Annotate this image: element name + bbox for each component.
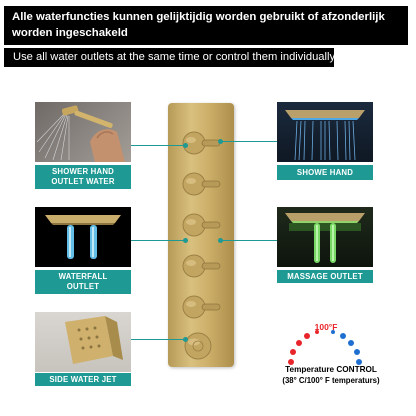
caption-showe-hand: SHOWE HAND <box>277 165 373 180</box>
dutch-banner-line-2: worden ingeschakeld <box>12 27 128 39</box>
massage-outlet-icon <box>285 213 365 263</box>
english-banner: Use all water outlets at the same time o… <box>4 48 335 67</box>
valve-knob-5[interactable] <box>178 293 222 321</box>
callout-line-side-jet <box>131 339 186 341</box>
caption-side-water-jet: SIDE WATER JET <box>35 373 131 386</box>
callout-dot-side-jet <box>183 336 188 342</box>
shower-hand-photo <box>35 102 131 162</box>
callout-line-waterfall <box>131 240 186 242</box>
valve-handle-icon <box>182 295 221 319</box>
valve-handle-icon <box>182 254 221 278</box>
caption-waterfall-line-1: WATERFALL <box>58 272 108 281</box>
valve-handle-icon <box>182 213 221 237</box>
caption-shower-hand-outlet-water: SHOWER HAND OUTLET WATER <box>35 165 131 189</box>
dutch-banner: Alle waterfuncties kunnen gelijktijdig w… <box>4 6 408 45</box>
valve-knob-3[interactable] <box>178 211 222 239</box>
dutch-banner-line-1: Alle waterfuncties kunnen gelijktijdig w… <box>12 11 385 23</box>
valve-knob-4[interactable] <box>178 252 222 280</box>
temperature-title: Temperature CONTROL <box>285 365 377 374</box>
callout-line-shower-hand <box>131 145 186 147</box>
caption-waterfall-line-2: OUTLET <box>66 282 100 291</box>
callout-line-showe-hand <box>221 141 277 143</box>
hand-shower-spray-icon <box>36 105 125 162</box>
valve-handle-icon <box>182 172 221 196</box>
thermostat-knob[interactable] <box>178 331 222 360</box>
valve-knob-2[interactable] <box>178 170 222 198</box>
valve-panel <box>168 103 234 367</box>
valve-knob-1[interactable] <box>178 129 222 157</box>
temperature-value: 100°F <box>314 322 338 332</box>
callout-line-massage <box>221 240 277 242</box>
callout-dot-shower-hand <box>183 142 188 148</box>
temperature-gauge: 100°F <box>283 322 367 366</box>
callout-dot-massage <box>218 237 223 243</box>
caption-massage-outlet: MASSAGE OUTLET <box>277 270 373 283</box>
callout-dot-waterfall <box>183 237 188 243</box>
temperature-range: (38° C/100° F temperaturs) <box>282 376 380 385</box>
valve-handle-icon <box>182 131 221 155</box>
rain-shower-photo <box>277 102 373 162</box>
caption-shower-hand-line-2: OUTLET WATER <box>51 177 115 186</box>
side-jet-photo <box>35 312 131 372</box>
rain-shower-head-icon <box>285 110 365 161</box>
waterfall-outlet-icon <box>45 215 121 259</box>
side-water-jet-icon <box>65 316 123 364</box>
massage-outlet-photo <box>277 207 373 267</box>
caption-shower-hand-line-1: SHOWER HAND <box>52 167 114 176</box>
caption-waterfall-outlet: WATERFALL OUTLET <box>35 270 131 294</box>
thermostat-handle-icon <box>184 332 212 360</box>
callout-dot-showe-hand <box>218 138 223 144</box>
temperature-dial-icon <box>288 330 362 365</box>
waterfall-photo <box>35 207 131 267</box>
